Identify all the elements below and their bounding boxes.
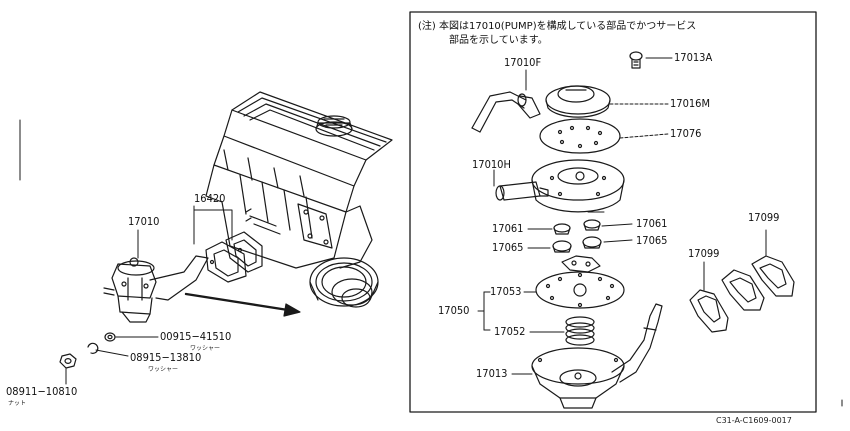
label-17076: 17076 (670, 127, 702, 140)
label-17016M: 17016M (670, 97, 711, 110)
label-17052: 17052 (494, 325, 526, 338)
washer-08915-13810 (88, 343, 98, 353)
label-08915-13810: 08915−13810 (130, 351, 202, 364)
outlet-pipe-17010F-drawing (472, 70, 540, 132)
diaphragm-17053-drawing (524, 256, 624, 308)
label-17061-right: 17061 (636, 217, 668, 230)
label-08911-10810-sub: ナット (8, 400, 27, 407)
label-17065-right: 17065 (636, 234, 668, 247)
install-arrow (186, 294, 288, 310)
label-17010: 17010 (128, 215, 160, 228)
spring-17052-drawing (530, 317, 594, 345)
label-16420: 16420 (194, 192, 226, 205)
label-08911-10810: 08911−10810 (6, 385, 78, 398)
diaphragm-17076-drawing (540, 119, 668, 153)
label-17010F: 17010F (504, 56, 542, 69)
gasket-16420-drawing (206, 232, 262, 282)
label-17013A: 17013A (674, 51, 713, 64)
label-17099-mid: 17099 (688, 247, 720, 260)
exploded-view-frame (410, 12, 816, 412)
top-cover-17016M-drawing (546, 86, 668, 117)
pump-17010-drawing (104, 256, 208, 322)
label-00915-41510-sub: ワッシャー (190, 345, 221, 352)
label-08915-13810-sub: ワッシャー (148, 366, 179, 373)
lower-body-17013-drawing (512, 304, 662, 408)
washer-00915-41510 (105, 333, 115, 341)
screw-17013A-drawing (630, 52, 672, 68)
figure-code: C31-A-C1609-0017 (716, 416, 792, 425)
note-line-1: (注) 本図は17010(PUMP)を構成している部品でかつサービス (418, 21, 697, 32)
label-17010H: 17010H (472, 158, 511, 171)
nut-08911-10810 (60, 354, 76, 368)
label-17065-left: 17065 (492, 241, 524, 254)
upper-body-17010H-drawing (494, 160, 624, 212)
note-line-2: 部品を示しています。 (449, 35, 548, 46)
label-00915-41510: 00915−41510 (160, 330, 232, 343)
engine-block-drawing (206, 92, 392, 307)
label-17050: 17050 (438, 304, 470, 317)
label-17099-top: 17099 (748, 211, 780, 224)
label-17013: 17013 (476, 367, 508, 380)
valves-17061-17065-drawing (553, 220, 601, 252)
gaskets-17099-drawing (690, 230, 794, 332)
label-17053: 17053 (490, 285, 522, 298)
label-17061-left: 17061 (492, 222, 524, 235)
